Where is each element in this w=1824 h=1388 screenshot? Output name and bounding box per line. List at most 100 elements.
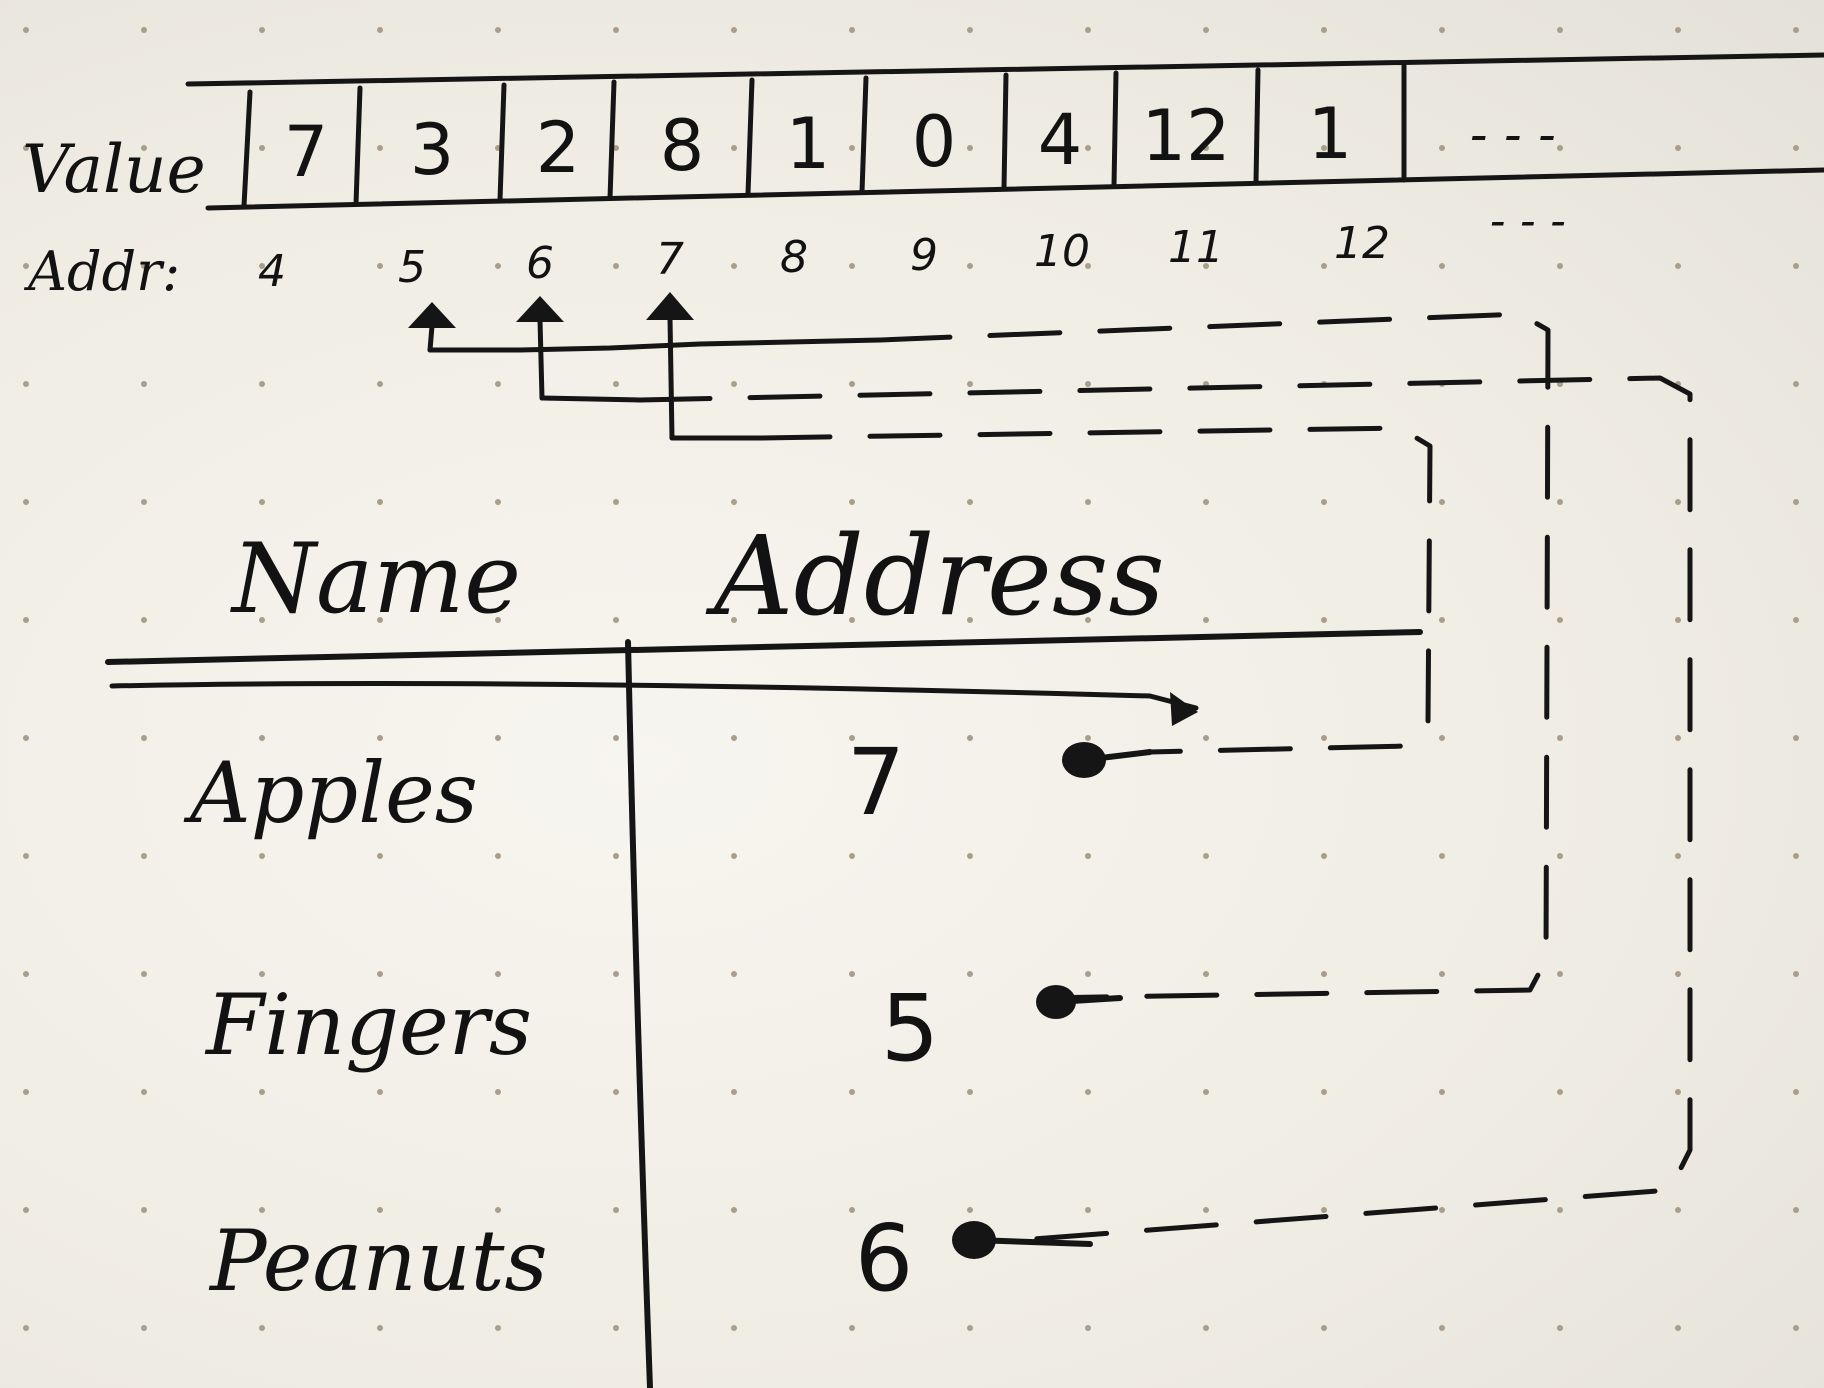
paper-dot bbox=[23, 499, 29, 505]
memory-address: 7 bbox=[656, 234, 684, 285]
connector-fingers-to-address-5 bbox=[877, 311, 1551, 1001]
table-header-name: Name bbox=[230, 523, 521, 635]
paper-dot bbox=[259, 499, 265, 505]
paper-dot bbox=[495, 617, 501, 623]
paper-dot bbox=[967, 853, 973, 859]
paper-dot bbox=[1439, 971, 1445, 977]
paper-dot bbox=[495, 1089, 501, 1095]
paper-dot bbox=[1557, 1207, 1563, 1213]
memory-value: 3 bbox=[410, 109, 455, 191]
paper-dot bbox=[141, 1325, 147, 1331]
memory-continuation: - - - bbox=[1470, 105, 1556, 165]
cell-divider bbox=[745, 77, 755, 197]
paper-dot bbox=[1203, 1089, 1209, 1095]
paper-dot bbox=[23, 263, 29, 269]
paper-dot bbox=[1557, 853, 1563, 859]
cell-divider bbox=[1001, 72, 1009, 191]
pointer-stem-apples bbox=[1081, 749, 1153, 763]
paper-dot bbox=[1321, 971, 1327, 977]
paper-dot bbox=[495, 263, 501, 269]
paper-dot bbox=[849, 263, 855, 269]
memory-strip-bottom-line bbox=[205, 167, 1824, 211]
row-address-fingers: 5 bbox=[881, 975, 940, 1082]
header-rule-arrow-icon bbox=[1170, 692, 1198, 726]
paper-dot bbox=[141, 263, 147, 269]
paper-dot bbox=[1439, 263, 1445, 269]
paper-dot bbox=[613, 499, 619, 505]
paper-dot bbox=[23, 381, 29, 387]
row-address-peanuts: 6 bbox=[855, 1205, 914, 1312]
connector-apples-to-address-7 bbox=[757, 425, 1433, 755]
paper-dot bbox=[1085, 381, 1091, 387]
paper-dot bbox=[377, 27, 383, 33]
memory-address: 5 bbox=[398, 242, 426, 293]
paper-dot bbox=[495, 499, 501, 505]
paper-dot bbox=[1203, 853, 1209, 859]
paper-dot bbox=[1439, 145, 1445, 151]
paper-dot bbox=[495, 853, 501, 859]
paper-dot bbox=[731, 735, 737, 741]
paper-dot bbox=[1675, 971, 1681, 977]
paper-dot bbox=[1439, 27, 1445, 33]
paper-dot bbox=[1085, 499, 1091, 505]
paper-dot bbox=[259, 971, 265, 977]
paper-dot bbox=[259, 1325, 265, 1331]
memory-strip: Value Addr: 7 3 2 8 1 0 4 12 1 - - - 4 5… bbox=[22, 52, 1824, 303]
paper-dot bbox=[849, 971, 855, 977]
paper-dot bbox=[731, 971, 737, 977]
memory-address: 12 bbox=[1334, 218, 1390, 269]
paper-dot bbox=[613, 1207, 619, 1213]
paper-dot bbox=[967, 1325, 973, 1331]
paper-dot bbox=[141, 1207, 147, 1213]
paper-dot bbox=[613, 381, 619, 387]
paper-dot bbox=[1557, 971, 1563, 977]
table-header-rule bbox=[105, 629, 1423, 665]
paper-dot bbox=[731, 145, 737, 151]
paper-dot bbox=[967, 617, 973, 623]
paper-dot bbox=[1085, 1325, 1091, 1331]
paper-dot bbox=[1085, 617, 1091, 623]
paper-dot bbox=[613, 971, 619, 977]
paper-dot bbox=[23, 971, 29, 977]
paper-dot bbox=[141, 853, 147, 859]
paper-dot bbox=[1557, 735, 1563, 741]
paper-dot bbox=[495, 27, 501, 33]
paper-dot bbox=[23, 1207, 29, 1213]
paper-dot bbox=[731, 617, 737, 623]
paper-dot bbox=[495, 971, 501, 977]
paper-dot bbox=[141, 499, 147, 505]
paper-dot bbox=[731, 27, 737, 33]
memory-value: 8 bbox=[660, 105, 705, 187]
cell-divider bbox=[1253, 67, 1261, 185]
paper-dot bbox=[1203, 971, 1209, 977]
paper-dot bbox=[495, 1207, 501, 1213]
paper-dot bbox=[1439, 853, 1445, 859]
paper-dot bbox=[967, 971, 973, 977]
paper-dot bbox=[1557, 1089, 1563, 1095]
paper-dot bbox=[1203, 499, 1209, 505]
addr-row-label: Addr: bbox=[23, 240, 180, 303]
address-arrows bbox=[408, 292, 694, 441]
paper-dot bbox=[141, 27, 147, 33]
paper-dot bbox=[1675, 1089, 1681, 1095]
memory-value: 1 bbox=[1308, 93, 1353, 175]
paper-dot bbox=[23, 735, 29, 741]
paper-dot bbox=[1085, 1207, 1091, 1213]
paper-dot bbox=[613, 27, 619, 33]
paper-dot bbox=[1203, 1325, 1209, 1331]
paper-dot bbox=[1557, 499, 1563, 505]
paper-dot bbox=[1557, 1325, 1563, 1331]
paper-dot bbox=[495, 1325, 501, 1331]
paper-dot bbox=[1085, 735, 1091, 741]
paper-dot bbox=[259, 263, 265, 269]
row-name-peanuts: Peanuts bbox=[208, 1212, 548, 1310]
paper-dot bbox=[967, 27, 973, 33]
address-continuation: - - - bbox=[1490, 193, 1566, 247]
paper-dot bbox=[967, 263, 973, 269]
paper-dot bbox=[731, 853, 737, 859]
row-address-apples: 7 bbox=[847, 729, 906, 836]
paper-dot bbox=[377, 971, 383, 977]
memory-address: 11 bbox=[1168, 222, 1224, 273]
paper-dot bbox=[1675, 617, 1681, 623]
row-name-fingers: Fingers bbox=[204, 976, 532, 1074]
